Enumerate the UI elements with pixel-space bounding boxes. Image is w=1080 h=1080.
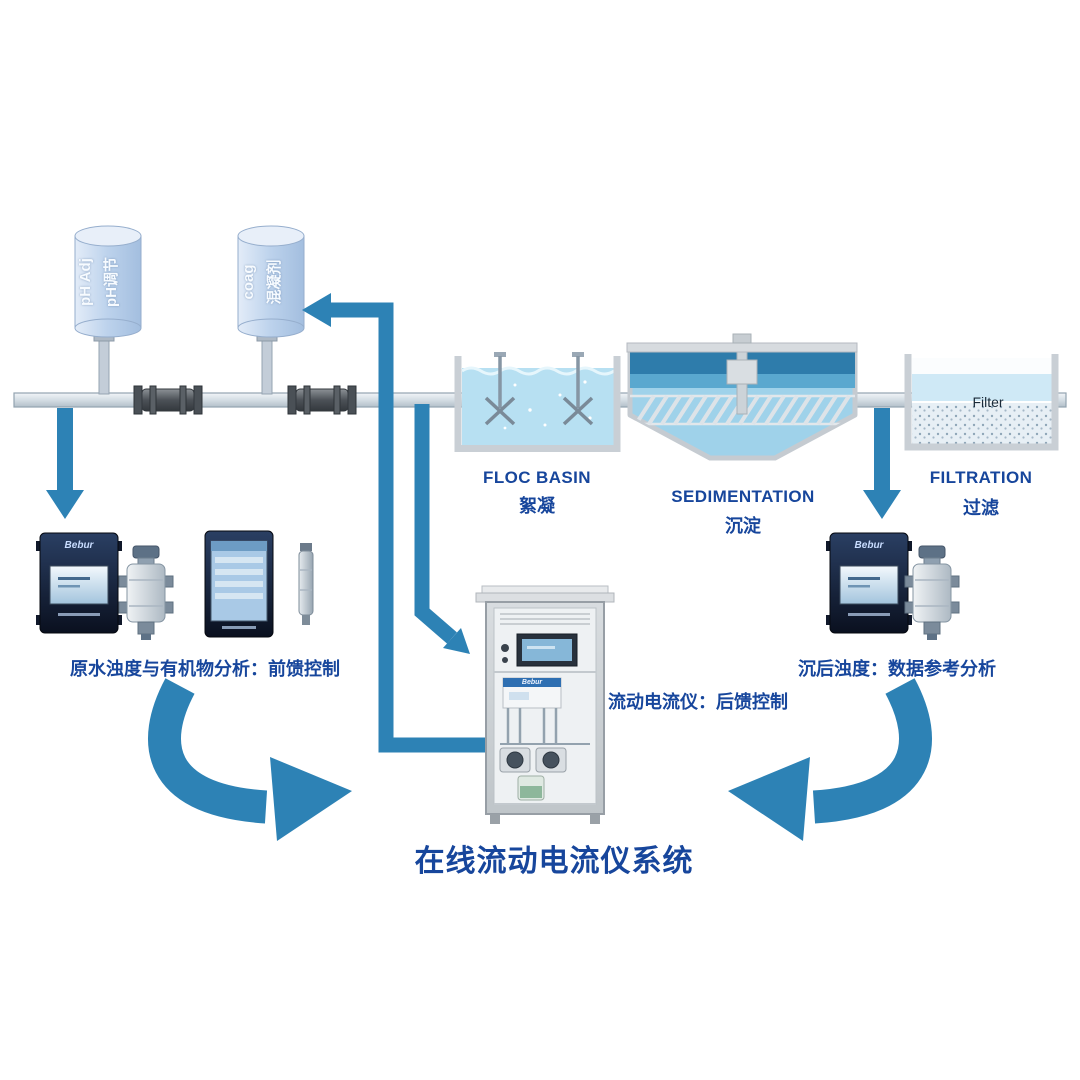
system-title: 在线流动电流仪系统 (414, 845, 694, 878)
coag-tank-stem (256, 333, 278, 395)
coag-tank-label-en: coag (240, 264, 257, 300)
ph-tank-label-zh: pH调节 (102, 257, 120, 307)
coag-tank-label-zh: 混凝剂 (265, 259, 283, 305)
floc-basin-label-zh: 絮凝 (519, 496, 555, 516)
floc-basin (454, 352, 621, 452)
brand-label-right: Bebur (854, 540, 884, 551)
filter-media-label: Filter (972, 394, 1004, 410)
sample-line-to-cabinet (414, 404, 470, 654)
down-arrow-left (46, 408, 84, 519)
sedimentation-label-zh: 沉淀 (725, 516, 761, 536)
filtration-label-zh: 过滤 (963, 498, 999, 518)
brand-label-cabinet: Bebur (521, 679, 543, 686)
sedimentation-tank (626, 333, 858, 461)
ph-tank-label: pH Adj pH调节 (73, 222, 143, 342)
coagulant-tank (237, 225, 305, 338)
down-arrow-right (863, 408, 901, 519)
turbidity-sensor-left (118, 545, 174, 641)
caption-reference: 沉后浊度：数据参考分析 (798, 659, 996, 679)
ph-tank-label-en: pH Adj (77, 258, 94, 306)
caption-cabinet: 流动电流仪：后馈控制 (608, 692, 788, 712)
turbidity-sensor-right (904, 545, 960, 641)
filtration-label-en: FILTRATION (929, 468, 1033, 487)
probe-left (298, 543, 314, 625)
coag-tank-label: coag 混凝剂 (236, 222, 306, 342)
caption-feedforward: 原水浊度与有机物分析：前馈控制 (70, 659, 340, 679)
ph-adjust-tank (74, 225, 142, 338)
filtration-tank (904, 354, 1059, 451)
dosing-pump-1 (133, 385, 203, 415)
sca-cabinet (475, 585, 615, 824)
dosing-pump-2 (287, 385, 357, 415)
floc-mixer-2 (562, 352, 594, 426)
sedimentation-label-en: SEDIMENTATION (671, 487, 815, 506)
swoosh-arrow-left (148, 678, 352, 841)
ph-tank-stem (93, 333, 115, 395)
floc-basin-label-en: FLOC BASIN (483, 468, 591, 487)
organics-controller-left (204, 530, 274, 638)
brand-label-left: Bebur (64, 540, 94, 551)
coag-feedback-line (302, 293, 489, 753)
floc-mixer-1 (484, 352, 516, 426)
swoosh-arrow-right (728, 678, 932, 841)
